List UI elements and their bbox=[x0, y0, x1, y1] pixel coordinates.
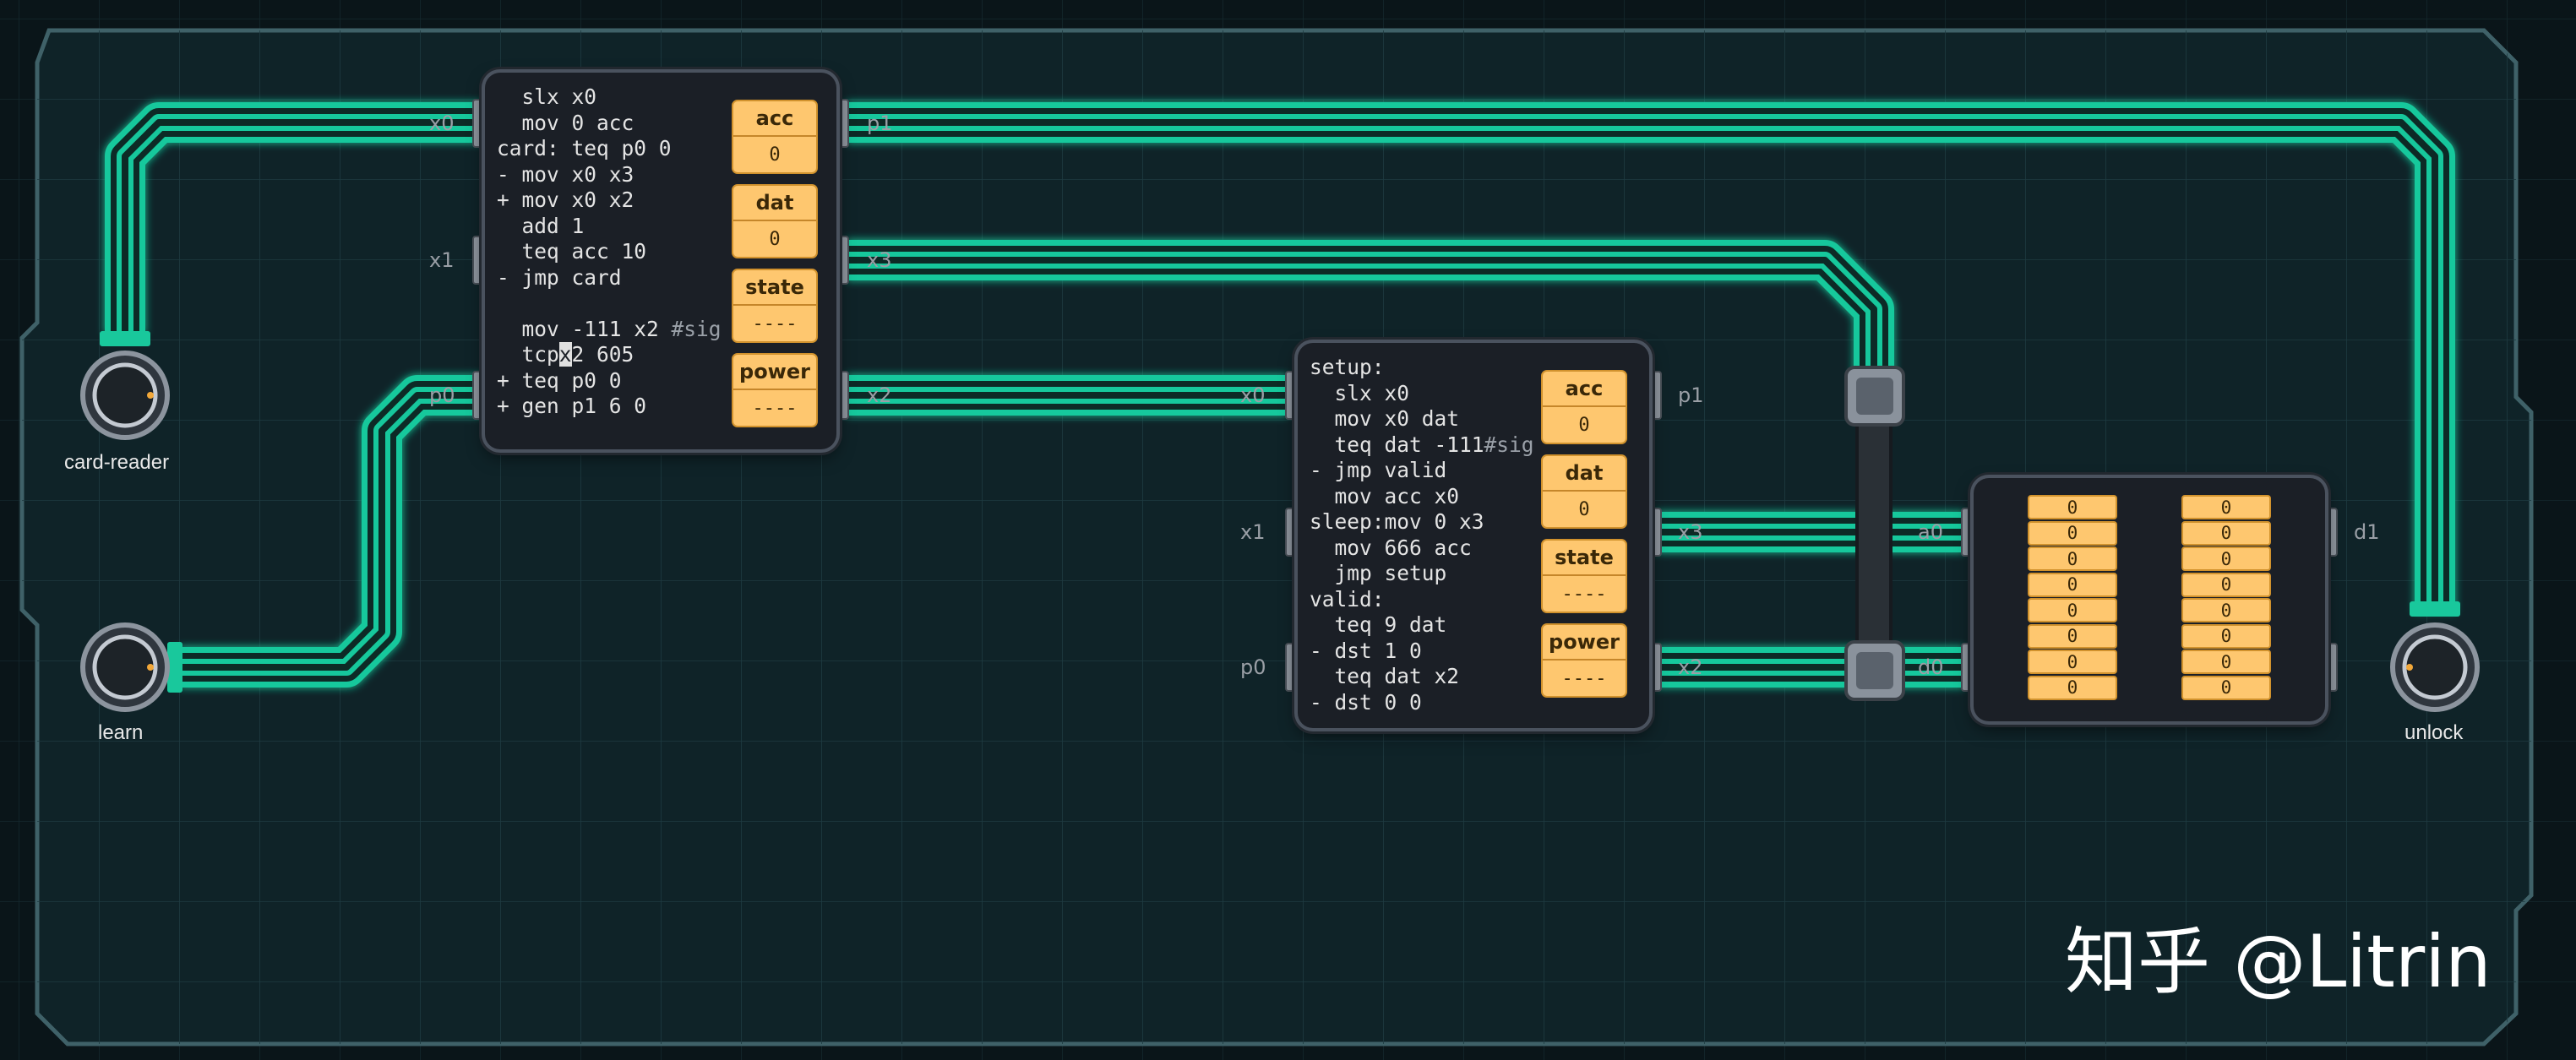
code-line[interactable]: tcpx2 605 bbox=[497, 342, 634, 367]
memory-cell: 0 bbox=[2181, 650, 2271, 674]
learn-label: learn bbox=[98, 721, 144, 744]
code-line[interactable]: valid: bbox=[1310, 586, 1385, 612]
code-line[interactable]: mov x0 dat bbox=[1310, 406, 1460, 431]
code-line[interactable]: teq 9 dat bbox=[1310, 612, 1447, 637]
pin-label-b-x0: x0 bbox=[1240, 383, 1266, 407]
code-line[interactable]: - mov x0 x3 bbox=[497, 161, 634, 187]
code-line[interactable]: mov 666 acc bbox=[1310, 535, 1472, 560]
memory-cell: 0 bbox=[2028, 520, 2117, 546]
pin-label-a-p0: p0 bbox=[429, 383, 455, 407]
unlock-label: unlock bbox=[2404, 721, 2464, 744]
memory-cell: 0 bbox=[2028, 495, 2117, 519]
memory-cell: 0 bbox=[2028, 572, 2117, 597]
code-line[interactable]: teq dat x2 bbox=[1310, 664, 1460, 688]
controller-a-power-register: power ---- bbox=[732, 353, 818, 427]
code-line[interactable]: add 1 bbox=[497, 213, 585, 238]
controller-a-acc-register: acc 0 bbox=[732, 100, 818, 174]
code-line[interactable]: card: teq p0 0 bbox=[497, 136, 672, 160]
memory-cell: 0 bbox=[2028, 546, 2117, 571]
code-line[interactable]: + mov x0 x2 bbox=[497, 188, 634, 212]
code-line[interactable]: teq dat -111#sig bbox=[1310, 432, 1534, 457]
controller-b-dat-register: dat 0 bbox=[1541, 454, 1627, 529]
controller-a-dat-register: dat 0 bbox=[732, 184, 818, 258]
text-cursor: x bbox=[558, 342, 572, 367]
code-line[interactable]: - dst 1 0 bbox=[1310, 638, 1422, 663]
code-line[interactable]: jmp setup bbox=[1310, 561, 1447, 585]
card-reader-label: card-reader bbox=[64, 451, 170, 474]
code-line[interactable]: - jmp valid bbox=[1310, 458, 1447, 482]
code-line[interactable]: + teq p0 0 bbox=[497, 367, 622, 393]
learn-device bbox=[80, 622, 182, 712]
watermark: 知乎 @Litrin bbox=[2065, 920, 2492, 1004]
bus-bridge bbox=[1844, 366, 1905, 701]
pin-label-mem-d1: d1 bbox=[2354, 520, 2380, 544]
code-line[interactable]: - dst 0 0 bbox=[1310, 689, 1422, 715]
code-line[interactable]: mov -111 x2 #sig bbox=[497, 316, 722, 341]
code-comment: #sig bbox=[671, 316, 722, 341]
card-reader-device bbox=[80, 331, 170, 440]
code-line[interactable]: slx x0 bbox=[1310, 380, 1410, 405]
unlock-device bbox=[2390, 601, 2480, 712]
controller-b-state-register: state ---- bbox=[1541, 539, 1627, 613]
pin-label-b-p1: p1 bbox=[1678, 383, 1704, 407]
code-line[interactable]: setup: bbox=[1310, 355, 1385, 379]
memory-cell: 0 bbox=[2181, 623, 2271, 649]
memory-cell: 0 bbox=[2028, 623, 2117, 649]
code-line[interactable]: + gen p1 6 0 bbox=[497, 394, 647, 418]
pin-label-b-x2: x2 bbox=[1678, 655, 1703, 679]
memory-cell: 0 bbox=[2028, 598, 2117, 622]
pin-label-a-x3: x3 bbox=[867, 248, 892, 272]
pin-label-mem-a0: a0 bbox=[1918, 520, 1943, 544]
memory-cell: 0 bbox=[2181, 546, 2271, 571]
pin-label-b-p0: p0 bbox=[1240, 655, 1266, 679]
memory-cell: 0 bbox=[2181, 598, 2271, 622]
code-line[interactable]: teq acc 10 bbox=[497, 239, 647, 264]
pin-label-a-x1: x1 bbox=[429, 248, 455, 272]
memory-cell: 0 bbox=[2181, 675, 2271, 700]
pin-label-mem-d0: d0 bbox=[1918, 655, 1944, 679]
code-line[interactable] bbox=[497, 291, 722, 317]
memory-cell: 0 bbox=[2028, 650, 2117, 674]
pin-label-a-x2: x2 bbox=[867, 383, 892, 407]
pin-label-a-p1: p1 bbox=[867, 111, 893, 135]
code-line[interactable]: mov acc x0 bbox=[1310, 483, 1460, 508]
controller-b-power-register: power ---- bbox=[1541, 623, 1627, 698]
code-line[interactable]: sleep:mov 0 x3 bbox=[1310, 509, 1484, 534]
code-line[interactable]: mov 0 acc bbox=[497, 110, 634, 135]
controller-a-state-register: state ---- bbox=[732, 269, 818, 343]
memory-cell: 0 bbox=[2028, 675, 2117, 700]
pin-label-b-x1: x1 bbox=[1240, 520, 1266, 544]
memory-cell: 0 bbox=[2181, 520, 2271, 546]
memory-cell: 0 bbox=[2181, 572, 2271, 597]
code-line[interactable]: - jmp card bbox=[497, 264, 622, 290]
memory-cell: 0 bbox=[2181, 495, 2271, 519]
pin-label-b-x3: x3 bbox=[1678, 520, 1703, 544]
code-comment: #sig bbox=[1484, 432, 1534, 457]
pin-label-a-x0: x0 bbox=[429, 111, 455, 135]
controller-b-acc-register: acc 0 bbox=[1541, 370, 1627, 444]
code-line[interactable]: slx x0 bbox=[497, 84, 597, 109]
controller-b-code[interactable]: setup: slx x0 mov x0 dat teq dat -111#si… bbox=[1310, 355, 1534, 715]
controller-b[interactable]: setup: slx x0 mov x0 dat teq dat -111#si… bbox=[1298, 343, 1649, 728]
